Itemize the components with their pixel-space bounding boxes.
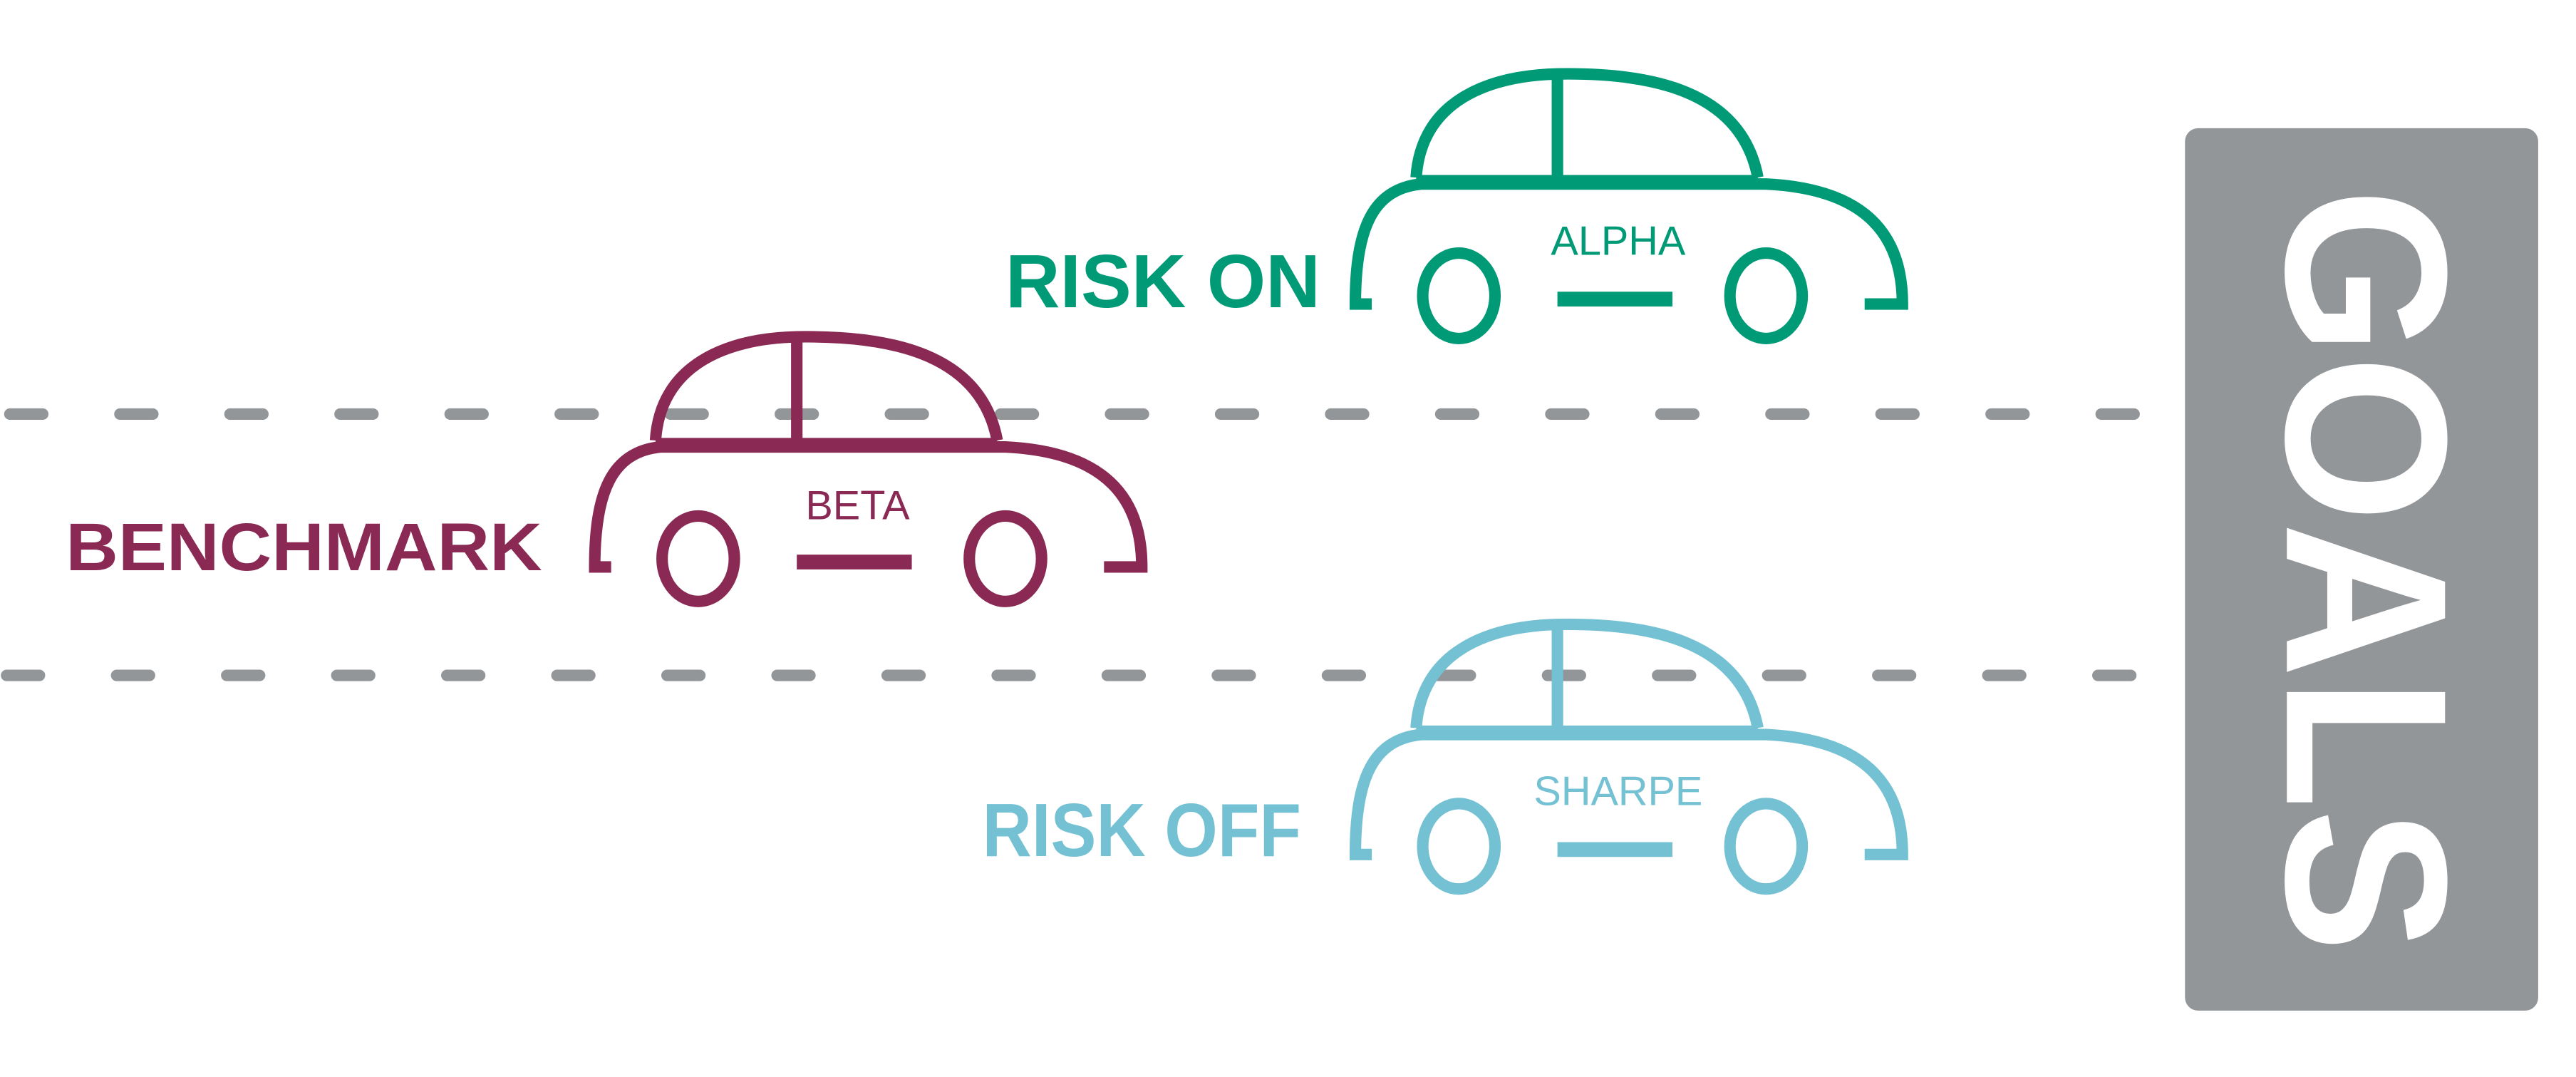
- risk-off-car-icon: [1355, 624, 1903, 889]
- risk-on-label: RISK ON: [1005, 239, 1320, 324]
- risk-on-car-label: ALPHA: [1551, 218, 1686, 264]
- benchmark-car-icon: [595, 336, 1142, 601]
- benchmark-car-label: BETA: [805, 483, 910, 529]
- benchmark-label: BENCHMARK: [66, 510, 542, 585]
- risk-off-car-label: SHARPE: [1533, 769, 1702, 815]
- risk-on-car-icon: [1355, 74, 1903, 339]
- goals-box: [2185, 128, 2538, 1011]
- risk-off-label: RISK OFF: [983, 788, 1301, 872]
- goals-label: GOALS: [2238, 188, 2494, 952]
